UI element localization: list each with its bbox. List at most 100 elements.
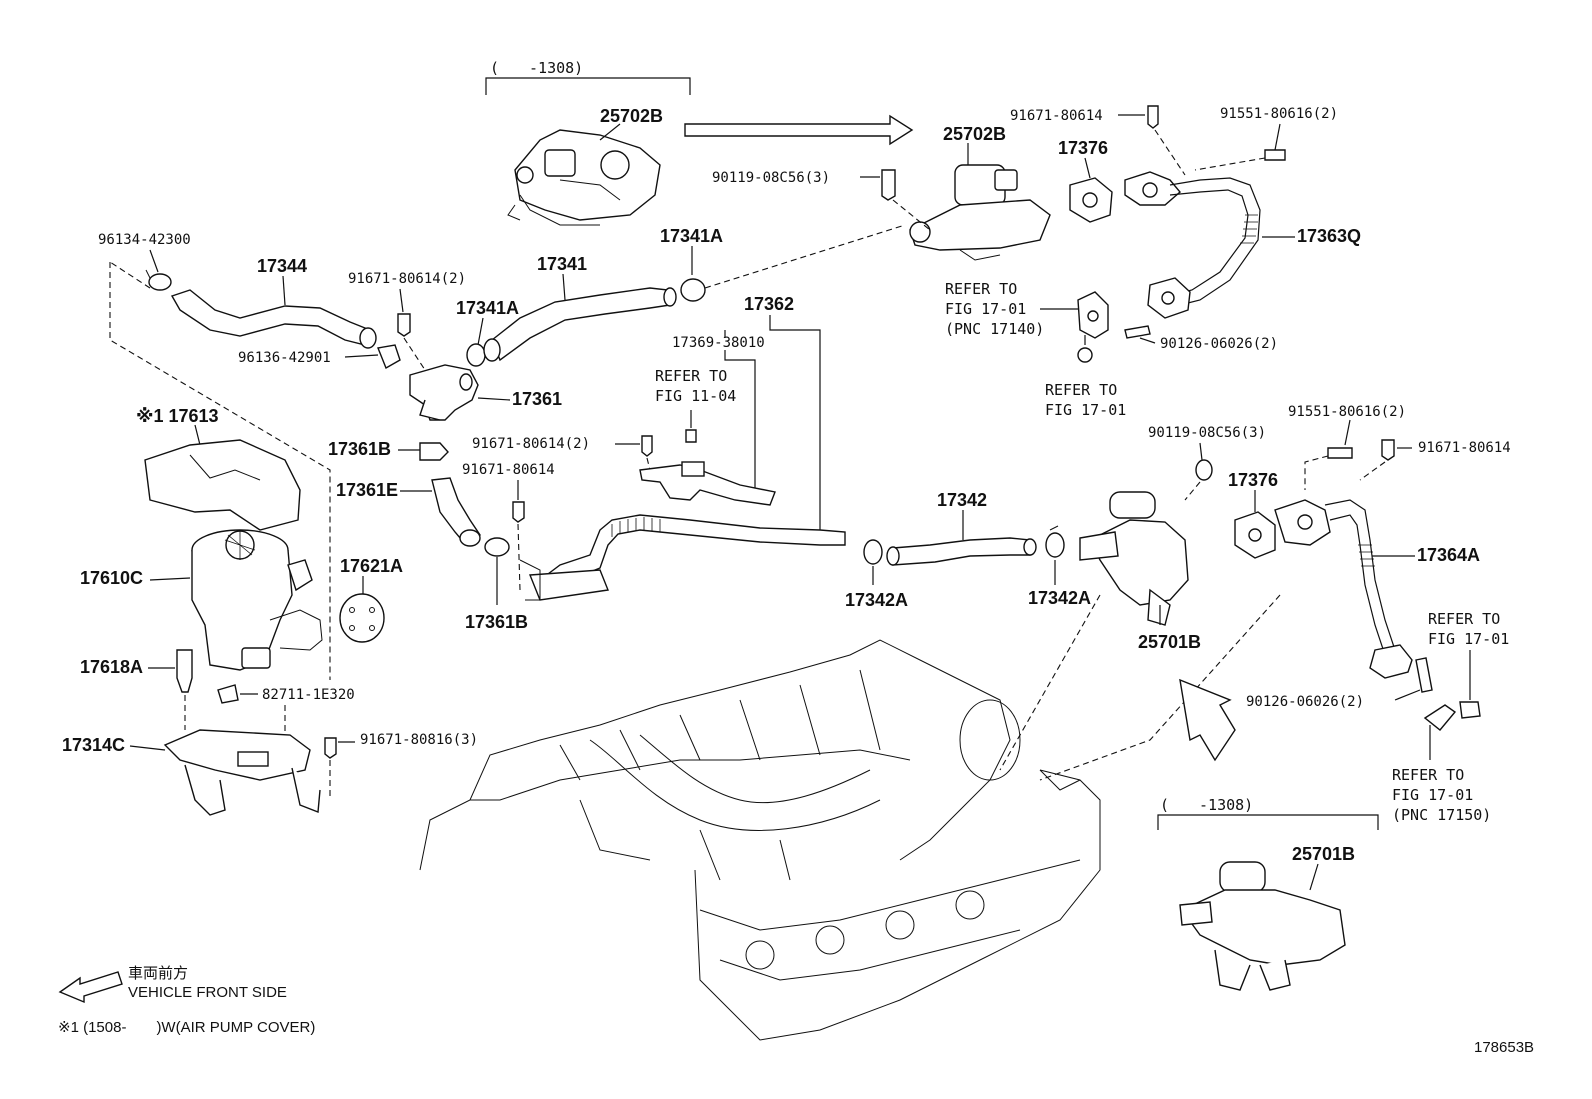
label-90126-06026-top: 90126-06026(2)	[1160, 336, 1278, 352]
label-17341: 17341	[537, 254, 587, 274]
range-label-bottom: ( -1308)	[1160, 796, 1253, 814]
refer-fig1701-c-line1: REFER TO	[1428, 610, 1500, 628]
hose-17344[interactable]	[170, 289, 377, 349]
vehicle-front-label-jp: 車両前方	[128, 965, 188, 982]
clip-96136-42901[interactable]	[377, 344, 401, 370]
refer-fig1701-d-line2: FIG 17-01	[1392, 786, 1473, 804]
label-17342: 17342	[937, 490, 987, 510]
nut-refer-fig1104[interactable]	[685, 429, 697, 443]
label-17361B-top: 17361B	[328, 439, 391, 459]
cover-17613[interactable]	[144, 439, 301, 531]
label-17376-mid: 17376	[1228, 470, 1278, 490]
bolt-91671-80614-top[interactable]	[1147, 105, 1159, 129]
bolt-91671-80614-2[interactable]	[397, 313, 411, 337]
label-17621A: 17621A	[340, 556, 403, 576]
label-25702B-old: 25702B	[600, 106, 663, 126]
label-25701B-old: 25701B	[1292, 844, 1355, 864]
range-bracket-bottom: ( -1308)	[1157, 796, 1379, 830]
valve-25702B-new[interactable]	[909, 164, 1051, 261]
stud-90126-06026-top[interactable]	[1124, 325, 1151, 339]
vehicle-front-arrow	[58, 971, 123, 1004]
label-17613: ※1 17613	[136, 406, 219, 426]
bolt-91671-80614-right[interactable]	[1381, 439, 1395, 461]
label-96134-42300: 96134-42300	[98, 232, 191, 248]
range-bracket-top: ( -1308)	[485, 59, 691, 95]
label-17361: 17361	[512, 389, 562, 409]
stud-90126-06026-bottom[interactable]	[1415, 657, 1433, 693]
refer-fig1104-line2: FIG 11-04	[655, 387, 736, 405]
bolt-90119-08C56-top[interactable]	[881, 169, 896, 201]
engine-intake-manifold	[419, 639, 1101, 1041]
gasket-17376-mid[interactable]	[1234, 511, 1276, 559]
gasket-17376-top[interactable]	[1069, 177, 1113, 223]
label-91671-80614-right: 91671-80614	[1418, 440, 1511, 456]
label-17369-38010: 17369-38010	[672, 335, 765, 351]
label-91671-80614-2b: 91671-80614(2)	[472, 436, 590, 452]
bracket-17314C[interactable]	[163, 729, 321, 816]
bolt-91551-80616-top[interactable]	[1264, 149, 1286, 161]
vehicle-front-label-en: VEHICLE FRONT SIDE	[128, 984, 287, 1001]
clamp-96134-42300[interactable]	[145, 269, 172, 291]
valve-25701B-old[interactable]	[1179, 861, 1346, 991]
label-91551-80616-mid: 91551-80616(2)	[1288, 404, 1406, 420]
up-arrow-to-valve	[1179, 678, 1236, 762]
label-17342A-right: 17342A	[1028, 588, 1091, 608]
transition-arrow-right	[684, 114, 914, 146]
hose-17341[interactable]	[483, 287, 677, 362]
clamp-17361B-bottom[interactable]	[484, 537, 510, 557]
label-91671-80614-c: 91671-80614	[462, 462, 555, 478]
clamp-17341A-mid[interactable]	[466, 343, 486, 367]
refer-fig1701-a-line2: FIG 17-01	[945, 300, 1026, 318]
bolt-91671-80614-c[interactable]	[512, 501, 525, 523]
label-90126-06026-bottom: 90126-06026(2)	[1246, 694, 1364, 710]
hose-17342[interactable]	[886, 537, 1037, 566]
gasket-pnc17140[interactable]	[1077, 291, 1109, 339]
refer-fig1104-line1: REFER TO	[655, 367, 727, 385]
refer-fig1701-d-line3: (PNC 17150)	[1392, 806, 1491, 824]
clamp-17341A-top[interactable]	[680, 278, 706, 302]
damper-17621A[interactable]	[339, 593, 385, 643]
gasket-pnc17150[interactable]	[1423, 704, 1457, 731]
label-25702B-new: 25702B	[943, 124, 1006, 144]
valve-25702B-old[interactable]	[507, 129, 661, 226]
nut-refer-fig1701-c[interactable]	[1459, 701, 1481, 719]
label-17341A-top: 17341A	[660, 226, 723, 246]
clip-82711-1E320[interactable]	[217, 684, 239, 704]
label-17376-top: 17376	[1058, 138, 1108, 158]
bolt-91551-80616-mid[interactable]	[1327, 447, 1353, 459]
clamp-17361B-top[interactable]	[419, 442, 449, 461]
air-pump-17610C[interactable]	[191, 529, 323, 671]
joint-17361[interactable]	[409, 364, 479, 421]
label-17361E: 17361E	[336, 480, 398, 500]
pipe-17364A[interactable]	[1274, 499, 1413, 679]
label-91551-80616-top: 91551-80616(2)	[1220, 106, 1338, 122]
valve-25701B-new[interactable]	[1079, 491, 1189, 626]
label-17342A-left: 17342A	[845, 590, 908, 610]
nut-refer-fig1701-b[interactable]	[1077, 347, 1093, 363]
label-90119-08C56-top: 90119-08C56(3)	[712, 170, 830, 186]
refer-fig1701-b-line2: FIG 17-01	[1045, 401, 1126, 419]
bracket-17369-38010[interactable]	[639, 461, 776, 506]
refer-fig1701-d-line1: REFER TO	[1392, 766, 1464, 784]
label-25701B-new: 25701B	[1138, 632, 1201, 652]
refer-fig1701-a-line1: REFER TO	[945, 280, 1017, 298]
clamp-17342A-right[interactable]	[1045, 525, 1065, 558]
label-96136-42901: 96136-42901	[238, 350, 331, 366]
label-17344: 17344	[257, 256, 307, 276]
grommet-17618A[interactable]	[176, 649, 193, 693]
label-17618A: 17618A	[80, 657, 143, 677]
clamp-17342A-left[interactable]	[863, 539, 883, 565]
label-17314C: 17314C	[62, 735, 125, 755]
label-17362: 17362	[744, 294, 794, 314]
bolt-91671-80614-2b[interactable]	[641, 435, 653, 457]
hose-17361E[interactable]	[431, 477, 481, 547]
pipe-17362[interactable]	[519, 514, 846, 601]
pipe-17363Q[interactable]	[1124, 171, 1261, 319]
bolt-90119-08C56-mid[interactable]	[1195, 459, 1213, 481]
label-90119-08C56-mid: 90119-08C56(3)	[1148, 425, 1266, 441]
label-17361B-bottom: 17361B	[465, 612, 528, 632]
label-91671-80614-top: 91671-80614	[1010, 108, 1103, 124]
bolt-91671-80816[interactable]	[324, 737, 337, 759]
refer-fig1701-b-line1: REFER TO	[1045, 381, 1117, 399]
